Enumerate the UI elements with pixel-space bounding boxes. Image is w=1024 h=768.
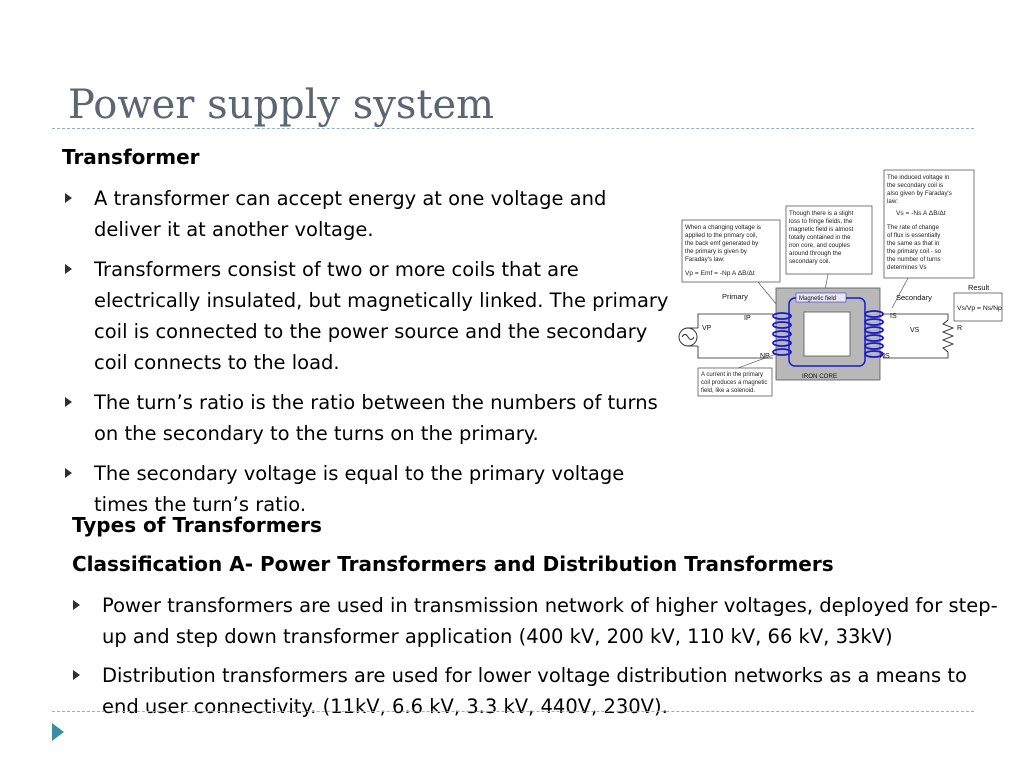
section-heading-transformer: Transformer <box>62 145 200 169</box>
transformer-bullet-list: A transformer can accept energy at one v… <box>62 183 672 529</box>
section-heading-types: Types of Transformers <box>72 513 322 537</box>
secondary-circuit <box>883 313 949 359</box>
bullet-text: Distribution transformers are used for l… <box>102 664 967 718</box>
transformer-diagram: When a changing voltage is applied to th… <box>678 169 1003 397</box>
core-window <box>803 311 851 357</box>
is-label: IS <box>890 313 897 320</box>
bullet-arrow-icon <box>65 264 72 274</box>
vp-label: VP <box>702 325 712 332</box>
list-item: The turn’s ratio is the ratio between th… <box>62 387 672 449</box>
result-formula: Vs/Vp = Ns/Np <box>957 305 1002 312</box>
note-secondary-formula: Vs = -Ns A ΔB/Δt <box>896 210 946 217</box>
bullet-text: Power transformers are used in transmiss… <box>102 594 998 648</box>
bullet-arrow-icon <box>65 397 72 407</box>
title-divider <box>52 128 974 129</box>
list-item: The secondary voltage is equal to the pr… <box>62 458 672 520</box>
np-label: NP <box>760 353 770 360</box>
magnetic-field-tag <box>795 292 847 303</box>
note-bottom-box <box>697 367 773 397</box>
bullet-text: Transformers consist of two or more coil… <box>94 258 669 374</box>
footer-divider <box>52 711 974 712</box>
list-item: Distribution transformers are used for l… <box>70 660 1000 722</box>
sine-wave-icon <box>681 334 695 340</box>
slide-corner-triangle-icon <box>52 723 64 741</box>
primary-circuit <box>697 313 773 359</box>
ns-label: NS <box>880 353 890 360</box>
note-bottom-text: A current in the primary coil produces a… <box>701 372 769 394</box>
bullet-arrow-icon <box>65 468 72 478</box>
iron-core-label: IRON CORE <box>802 373 837 380</box>
list-item: Transformers consist of two or more coil… <box>62 254 672 378</box>
bullet-arrow-icon <box>65 193 72 203</box>
result-label: Result <box>968 283 990 292</box>
magnetic-field-label: Magnetic field <box>799 296 836 302</box>
note-primary-formula: Vp = Emf = -Np A ΔB/Δt <box>685 270 755 277</box>
note-ratio-text: The rate of change of flux is essentiall… <box>887 224 943 271</box>
note-secondary-box <box>883 169 975 279</box>
bullet-text: A transformer can accept energy at one v… <box>94 187 607 241</box>
pointer-line <box>891 277 909 309</box>
section-subheading-classification: Classification A- Power Transformers and… <box>72 552 834 576</box>
bullet-text: The secondary voltage is equal to the pr… <box>94 462 625 516</box>
bullet-text: The turn’s ratio is the ratio between th… <box>94 391 658 445</box>
note-secondary-text: The induced voltage in the secondary coi… <box>887 174 954 205</box>
vs-label: VS <box>910 327 920 334</box>
bullet-arrow-icon <box>73 600 80 610</box>
note-primary-box <box>681 219 781 283</box>
note-primary-text: When a changing voltage is applied to th… <box>685 224 763 263</box>
result-box <box>953 292 1003 322</box>
list-item: Power transformers are used in transmiss… <box>70 590 1000 652</box>
bullet-arrow-icon <box>73 670 80 680</box>
ip-label: IP <box>744 315 751 322</box>
note-fringe-text: Though there is a slight loss to fringe … <box>789 210 855 265</box>
resistor-icon <box>941 319 955 353</box>
r-label: R <box>957 325 962 332</box>
note-fringe-box <box>785 205 873 275</box>
types-bullet-list: Power transformers are used in transmiss… <box>70 590 1000 730</box>
slide-title: Power supply system <box>68 82 495 128</box>
pointer-line <box>737 353 777 369</box>
primary-coil <box>772 312 792 356</box>
secondary-label: Secondary <box>896 293 932 302</box>
list-item: A transformer can accept energy at one v… <box>62 183 672 245</box>
primary-label: Primary <box>722 292 748 301</box>
